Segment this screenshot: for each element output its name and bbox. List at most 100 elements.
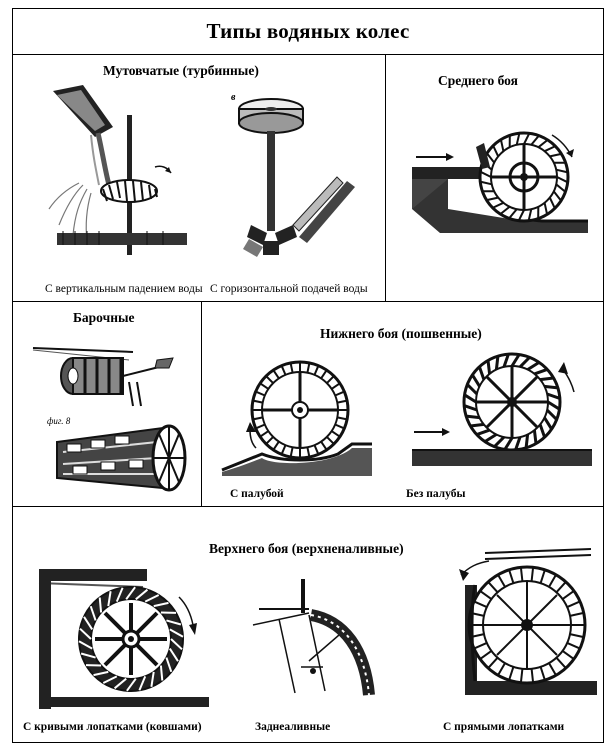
wheel-blade — [80, 652, 96, 659]
wheel-blade — [463, 393, 477, 404]
wheel-blade — [89, 605, 97, 621]
wheel-blade — [497, 574, 506, 588]
wheel-blade — [538, 423, 547, 438]
wheel-blade — [479, 170, 492, 178]
wheel-blade — [539, 666, 546, 681]
wheel-blade — [493, 436, 506, 448]
wheel-blade — [306, 447, 311, 458]
wheel-blade — [486, 360, 492, 375]
wheel-blade — [465, 414, 480, 420]
undershot-wheel-with-deck — [221, 360, 372, 476]
page-title: Типы водяных колес — [206, 19, 410, 43]
wheel-blade — [517, 209, 525, 222]
wheel-blade — [165, 657, 173, 673]
wheel-blade — [499, 205, 511, 215]
wheel-blade — [144, 594, 160, 603]
wheel-blade — [562, 590, 575, 600]
wheel-blade — [326, 436, 335, 445]
wheel-blade — [543, 416, 553, 430]
wheel-blade — [265, 436, 274, 445]
wheel-blade — [486, 152, 496, 164]
wheel-blade — [166, 619, 182, 626]
wheel-blade — [125, 586, 136, 600]
wheel-blade — [255, 423, 266, 430]
caption-vertical-fall: С вертикальным падением воды — [45, 283, 203, 295]
wheel-blade — [518, 356, 531, 368]
wheel-blade — [334, 390, 345, 397]
wheel-blade — [135, 588, 149, 601]
wheel-blade — [546, 408, 558, 421]
wheel-blade — [320, 441, 328, 451]
wheel-blade — [547, 400, 561, 411]
diagram-frame: Типы водяных колес Мутовчатые (турбинные… — [12, 8, 604, 743]
wheel-blade — [556, 176, 569, 184]
backshot-wheel-illustration — [252, 579, 375, 696]
wheel-blade — [102, 675, 118, 684]
wheel-blade — [476, 428, 491, 437]
wheel-blade — [502, 353, 510, 368]
wheel-blade — [168, 648, 179, 662]
wheel-blade — [331, 430, 341, 438]
wheel-blade — [539, 569, 546, 584]
wheel-blade — [466, 383, 478, 396]
wheel-blade — [153, 601, 169, 608]
heading-verkhnego: Верхнего боя (верхненаливные) — [209, 541, 404, 556]
wheel-blade — [334, 423, 345, 430]
divider-h1 — [13, 301, 603, 302]
wheel-blade — [272, 369, 280, 379]
wheel-blade — [255, 390, 266, 397]
barge-wheel-illustration-top — [32, 347, 174, 407]
wheel-blade — [150, 671, 155, 687]
wheel-blade — [508, 666, 515, 681]
wheel-blade — [492, 145, 500, 157]
cell-verkhnego: Верхнего боя (верхненаливные) — [13, 507, 604, 743]
wheel-blade — [83, 616, 94, 630]
vertical-fall-wheel-illustration — [48, 85, 187, 255]
wheel-blade — [497, 662, 506, 676]
wheel-blade — [170, 638, 183, 651]
wheel-blade — [479, 590, 492, 600]
caption-curved-buckets: С кривыми лопатками (ковшами) — [23, 721, 202, 733]
overshot-wheel-curved-buckets — [38, 569, 209, 709]
wheel-blade — [331, 382, 341, 390]
wheel-blade — [555, 657, 567, 669]
wheel-blade — [479, 180, 493, 186]
wheel-blade — [530, 668, 535, 683]
wheel-blade — [93, 670, 109, 677]
wheel-blade — [471, 374, 481, 388]
figure-label: фиг. 8 — [47, 416, 71, 426]
wheel-blade — [548, 574, 557, 588]
wheel-blade — [486, 196, 499, 202]
title-cell: Типы водяных колес — [13, 9, 603, 55]
wheel-blade — [510, 353, 521, 367]
heading-barochnye: Барочные — [73, 310, 135, 325]
wheel-blade — [544, 384, 559, 390]
wheel-blade — [532, 429, 538, 444]
divider-row1 — [385, 55, 386, 301]
wheel-blade — [555, 168, 569, 174]
wheel-blade — [252, 416, 263, 421]
wheel-blade — [555, 581, 567, 593]
wheel-blade — [549, 152, 562, 158]
divider-h2 — [13, 506, 603, 507]
barge-wheel-illustration-bottom — [56, 424, 187, 492]
breastshot-wheel-illustration — [412, 131, 588, 233]
wheel-blade — [79, 627, 92, 640]
wheel-blade — [552, 190, 562, 202]
wheel-blade — [519, 668, 524, 683]
wheel-blade — [569, 611, 584, 617]
undershot-wheel-without-deck — [412, 352, 592, 466]
wheel-blade — [272, 441, 280, 451]
wheel-blade — [543, 202, 549, 215]
cell-mutovchatye: Мутовчатые (турбинные) — [13, 55, 385, 301]
wheel-blade — [98, 597, 103, 613]
wheel-blade — [473, 600, 488, 609]
cell-barochnye: Барочные фиг. 8 — [13, 302, 201, 506]
overshot-wheel-straight-paddles — [459, 548, 597, 695]
wheel-blade — [313, 365, 320, 376]
wheel-blade — [479, 650, 492, 660]
wheel-blade — [113, 677, 127, 690]
wheel-blade — [470, 422, 485, 428]
wheel-blade — [544, 145, 556, 153]
wheel-blade — [548, 197, 556, 209]
